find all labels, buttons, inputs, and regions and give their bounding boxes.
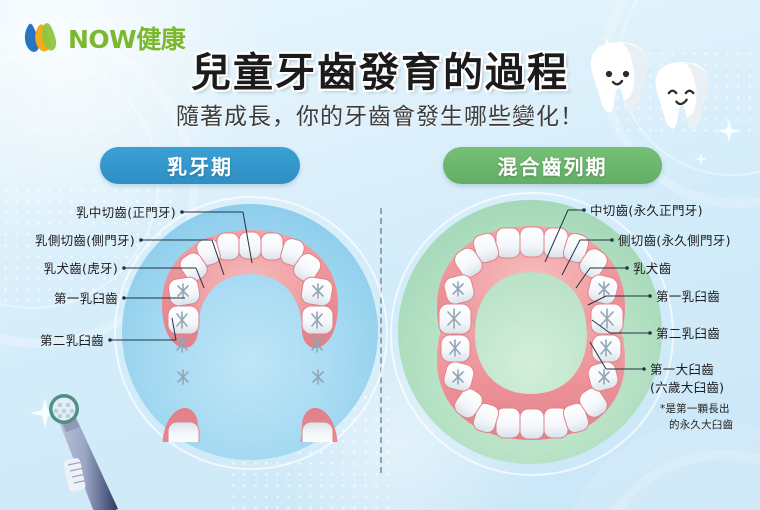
label-mixed-second-primary-molar: 第二乳臼齒 xyxy=(656,326,721,341)
label-primary-central-incisor: 乳中切齒(正門牙) xyxy=(76,205,176,220)
electric-toothbrush-icon xyxy=(49,394,118,510)
label-permanent-central-incisor: 中切齒(永久正門牙) xyxy=(590,203,703,218)
label-primary-canine: 乳犬齒(虎牙) xyxy=(43,261,118,276)
lower-arch-primary xyxy=(162,408,338,442)
tab-mixed-dentition[interactable]: 混合齒列期 xyxy=(443,147,662,184)
label-mixed-first-primary-molar: 第一乳臼齒 xyxy=(656,289,721,304)
tab-primary-dentition[interactable]: 乳牙期 xyxy=(100,147,300,184)
lower-arch-mixed xyxy=(437,303,625,440)
label-first-permanent-molar: 第一大臼齒 xyxy=(650,362,715,377)
label-first-permanent-molar-alt: (六歲大臼齒) xyxy=(650,380,725,395)
mixed-disc-outline xyxy=(390,192,674,476)
label-primary-lateral-incisor: 乳側切齒(側門牙) xyxy=(35,233,135,248)
brand-logo[interactable]: NOW健康 xyxy=(22,20,186,56)
label-permanent-lateral-incisor: 側切齒(永久側門牙) xyxy=(618,233,731,248)
primary-disc-outline xyxy=(114,196,388,470)
mixed-dentition-diagram xyxy=(437,226,625,440)
sparkle-icon xyxy=(694,152,708,166)
tab-primary-dentition-label: 乳牙期 xyxy=(167,155,233,179)
tab-mixed-dentition-label: 混合齒列期 xyxy=(497,155,608,179)
footnote-line-2: 的永久大臼齒 xyxy=(669,419,734,431)
label-mixed-primary-canine: 乳犬齒 xyxy=(633,261,672,276)
page-title: 兒童牙齒發育的過程 xyxy=(191,50,569,96)
brand-name: NOW健康 xyxy=(68,25,186,54)
upper-arch-primary xyxy=(162,230,338,349)
footnote-line-1: *是第一顆長出 xyxy=(660,403,730,415)
label-primary-second-molar: 第二乳臼齒 xyxy=(39,333,104,348)
label-primary-first-molar: 第一乳臼齒 xyxy=(53,291,118,306)
page-subtitle: 隨著成長，你的牙齒會發生哪些變化！ xyxy=(176,104,584,130)
tooth-mascot-icon xyxy=(591,42,647,113)
tooth-mascot-icon xyxy=(655,61,709,129)
now-swoosh-icon xyxy=(24,23,57,52)
primary-dentition-diagram xyxy=(162,230,338,442)
